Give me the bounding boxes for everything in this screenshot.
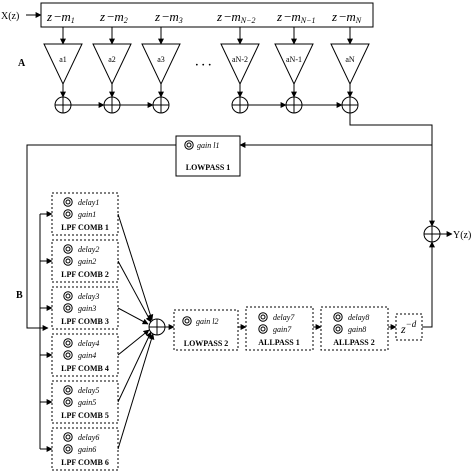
delay-cell: z−mN [331, 9, 362, 25]
gain-amp: a2 [92, 43, 132, 86]
gain-amp: aN [330, 43, 370, 86]
svg-text:z−mN: z−mN [331, 9, 362, 25]
ellipsis: · · · [195, 59, 212, 71]
delay-cell: z−m2 [99, 9, 128, 25]
svg-text:LPF COMB 6: LPF COMB 6 [61, 458, 109, 467]
gain-amp: aN-2 [220, 43, 260, 86]
sum-junction [148, 318, 166, 336]
svg-text:ALLPASS 1: ALLPASS 1 [258, 338, 299, 347]
lpf-comb-block: delay3 gain3 LPF COMB 3 [51, 286, 119, 330]
sum-junction [341, 96, 359, 114]
svg-text:delay5: delay5 [78, 386, 99, 395]
svg-text:LPF COMB 1: LPF COMB 1 [61, 223, 109, 232]
sum-junction [152, 96, 170, 114]
sum-junction [103, 96, 121, 114]
lpf-comb-block: delay1 gain1 LPF COMB 1 [51, 192, 119, 236]
delay-cell: z−mN−2 [216, 9, 256, 25]
svg-text:delay6: delay6 [78, 433, 99, 442]
allpass-2-block: delay8 gain8 ALLPASS 2 [320, 306, 389, 351]
svg-text:gain1: gain1 [78, 210, 96, 219]
svg-text:gain5: gain5 [78, 398, 96, 407]
allpass-1-block: delay7 gain7 ALLPASS 1 [245, 306, 314, 351]
lpf-comb-block: delay4 gain4 LPF COMB 4 [51, 333, 119, 377]
lpf-comb-block: delay5 gain5 LPF COMB 5 [51, 380, 119, 424]
svg-text:LPF COMB 2: LPF COMB 2 [61, 270, 109, 279]
gain-amp: a3 [141, 43, 181, 86]
svg-text:aN: aN [345, 55, 355, 64]
section-a-label: A [18, 58, 26, 69]
section-b-label: B [16, 290, 23, 301]
svg-text:delay1: delay1 [78, 198, 99, 207]
output-sum [423, 225, 441, 243]
svg-text:gain8: gain8 [348, 325, 366, 334]
svg-text:delay4: delay4 [78, 339, 99, 348]
svg-text:z−mN−1: z−mN−1 [276, 9, 316, 25]
svg-text:gain l2: gain l2 [196, 317, 218, 326]
svg-text:gain3: gain3 [78, 304, 96, 313]
delay-cell: z−m3 [154, 9, 183, 25]
delay-cell: z−m1 [46, 9, 75, 25]
svg-text:delay7: delay7 [273, 313, 295, 322]
svg-text:z−d: z−d [400, 319, 417, 336]
svg-text:LPF COMB 5: LPF COMB 5 [61, 411, 109, 420]
knob-icon [184, 140, 194, 150]
svg-text:z−mN−2: z−mN−2 [216, 9, 256, 25]
lowpass-1-title: LOWPASS 1 [186, 163, 231, 172]
svg-text:z−m2: z−m2 [99, 9, 128, 25]
output-label: Y(z) [453, 230, 471, 241]
sum-junction [285, 96, 303, 114]
svg-text:LPF COMB 3: LPF COMB 3 [61, 317, 109, 326]
svg-text:gain6: gain6 [78, 445, 96, 454]
lpf-comb-block: delay2 gain2 LPF COMB 2 [51, 239, 119, 283]
svg-text:z−m3: z−m3 [154, 9, 183, 25]
tapped-delay-line [40, 2, 374, 28]
svg-text:delay8: delay8 [348, 313, 369, 322]
svg-text:gain2: gain2 [78, 257, 96, 266]
svg-text:a1: a1 [59, 55, 67, 64]
svg-text:LPF COMB 4: LPF COMB 4 [61, 364, 109, 373]
svg-text:a3: a3 [157, 55, 165, 64]
lowpass-2-block: gain l2 LOWPASS 2 [173, 309, 239, 351]
svg-text:delay3: delay3 [78, 292, 99, 301]
svg-text:a2: a2 [108, 55, 116, 64]
sum-junction [54, 96, 72, 114]
sum-junction [231, 96, 249, 114]
lpf-comb-block: delay6 gain6 LPF COMB 6 [51, 427, 119, 471]
svg-text:LOWPASS 2: LOWPASS 2 [184, 339, 229, 348]
svg-text:z−m1: z−m1 [46, 9, 75, 25]
svg-text:aN-1: aN-1 [286, 55, 302, 64]
svg-text:aN-2: aN-2 [232, 55, 248, 64]
svg-text:ALLPASS 2: ALLPASS 2 [333, 338, 374, 347]
gain-amp: aN-1 [274, 43, 314, 86]
svg-text:delay2: delay2 [78, 245, 99, 254]
svg-text:gain l1: gain l1 [197, 141, 219, 150]
delay-cell: z−mN−1 [276, 9, 316, 25]
input-label: X(z) [1, 11, 19, 22]
svg-text:gain4: gain4 [78, 351, 96, 360]
svg-text:gain7: gain7 [273, 325, 292, 334]
gain-amp: a1 [43, 43, 83, 86]
final-delay-block: z−d [395, 313, 423, 341]
